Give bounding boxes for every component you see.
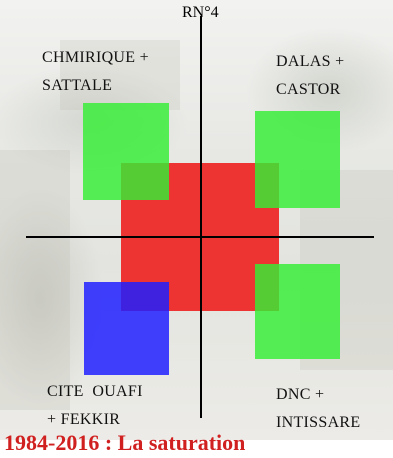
zone-top-left-line2: SATTALE (42, 77, 112, 94)
zone-top-right-square (255, 111, 340, 208)
road-label: RN°4 (182, 4, 219, 22)
zone-bottom-left-line1: CITE OUAFI (47, 383, 143, 400)
zone-bottom-left-line2: + FEKKIR (47, 411, 120, 428)
zone-top-right-label: DALAS + CASTOR (276, 48, 344, 104)
zone-bottom-right-line1: DNC + (276, 386, 324, 403)
zone-bottom-left-square (84, 282, 169, 375)
zone-bottom-right-label: DNC + INTISSARE (276, 381, 360, 437)
zone-top-left-line1: CHMIRIQUE + (42, 49, 149, 66)
zone-top-left-square (83, 103, 169, 200)
zone-bottom-right-line2: INTISSARE (276, 414, 360, 431)
background-building (0, 150, 70, 410)
zone-bottom-right-square (255, 264, 340, 359)
zone-top-right-line2: CASTOR (276, 81, 341, 98)
caption: 1984-2016 : La saturation (4, 430, 245, 456)
zone-top-left-label: CHMIRIQUE + SATTALE (42, 44, 149, 100)
zone-bottom-left-label: CITE OUAFI + FEKKIR (47, 378, 143, 434)
vertical-axis (200, 16, 202, 418)
zone-top-right-line1: DALAS + (276, 53, 344, 70)
